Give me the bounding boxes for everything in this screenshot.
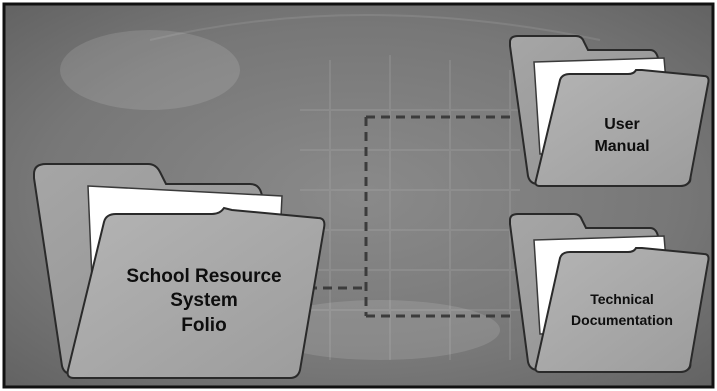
user-manual-folder: User Manual (509, 35, 710, 187)
main-folder-label-line3: Folio (181, 315, 226, 336)
background-texture (149, 14, 601, 360)
user-manual-folder-front (534, 69, 710, 187)
connector-lines (308, 115, 512, 318)
main-folder-label-line1: School Resource (126, 266, 281, 287)
technical-label-line1: Technical (590, 291, 654, 307)
technical-folder: Technical Documentation (509, 213, 710, 373)
main-folder-label-line2: System (170, 290, 238, 311)
user-manual-label-line1: User (604, 116, 640, 133)
main-folder: School Resource System Folio (33, 163, 326, 379)
user-manual-label-line2: Manual (594, 138, 649, 155)
technical-folder-front (534, 247, 710, 373)
main-folder-front (66, 206, 326, 379)
technical-label-line2: Documentation (571, 312, 673, 328)
